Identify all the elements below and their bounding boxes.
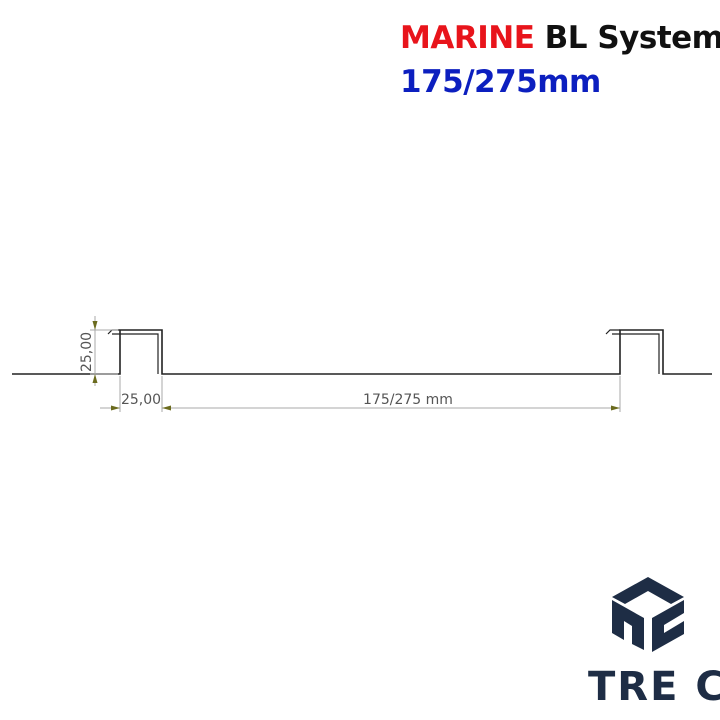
rib-width-dimension: 25,00 (100, 376, 620, 412)
title-accent: MARINE (400, 20, 535, 56)
rib-width-label: 25,00 (121, 392, 161, 408)
span-dimension: 175/275 mm (363, 376, 621, 412)
panel-profile-line (12, 329, 712, 375)
page-title: MARINE BL System (400, 18, 720, 58)
left-seam-lip (107, 329, 159, 374)
title-rest: BL System (534, 20, 720, 56)
right-seam-lip (605, 329, 660, 374)
span-dimension-label: 175/275 mm (363, 392, 453, 408)
tre-c-cube-icon (612, 577, 684, 652)
page-subtitle: 175/275mm (400, 64, 601, 100)
height-dimension-label: 25,00 (79, 332, 95, 372)
brand-logo-text: TRE C (588, 664, 720, 710)
height-dimension: 25,00 (79, 316, 118, 386)
